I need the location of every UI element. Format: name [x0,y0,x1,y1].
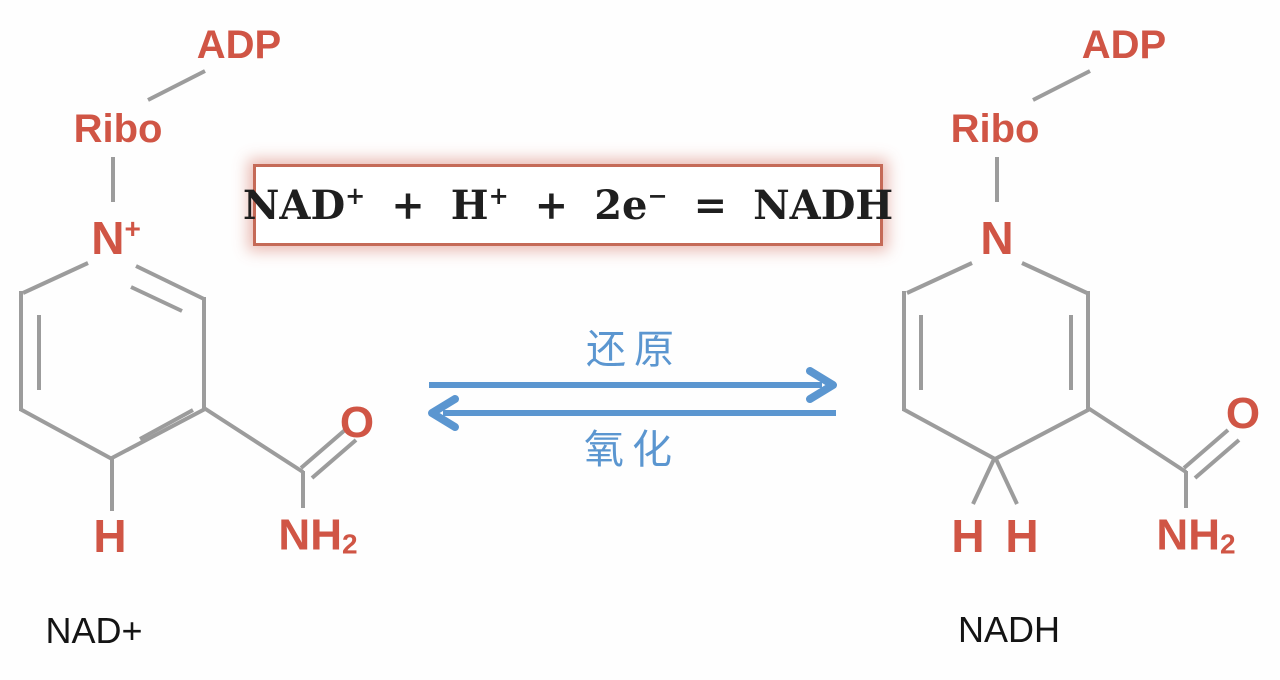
equation-electrons-sup: − [647,181,668,210]
bond-ring-carbonyl [1086,406,1188,474]
nadh-amide-label: NH2 [1156,510,1236,560]
nadh-nitrogen-label: N [980,212,1014,264]
nad-h-label: H [93,510,127,562]
nad-plus-caption: NAD+ [45,610,143,651]
bond-ribo-adp [1032,69,1091,102]
bond-c4-h-right [993,456,1019,505]
equation-h: H+ [451,181,509,229]
bond-lowerleft-c4 [902,407,996,461]
equation-h-text: H [450,182,489,229]
bond-c4-h-left [971,456,997,505]
bond-c-o-2 [310,438,358,480]
equation-electrons: 2e− [594,181,667,229]
nad-adp-label: ADP [196,23,282,67]
bond-ribo-adp [147,69,206,102]
reverse-arrow-head [428,395,459,431]
bond-n-upper-right-double [130,285,183,313]
nadh-h-left-label: H [951,510,985,562]
reverse-reaction-label: 氧化 [584,427,680,473]
forward-reaction-label: 还原 [586,327,682,373]
bond-c-o-2 [1193,438,1241,480]
nadh-ribo-label: Ribo [950,107,1040,151]
equation-nadh: NADH [753,181,894,229]
bond-n-upper-right [1021,261,1088,295]
nitrogen-charge: + [124,213,141,244]
reaction-arrows [428,367,837,431]
bond-c-o-1 [1182,428,1230,470]
bond-n-upper-left [906,261,973,295]
nad-ribo-label: Ribo [73,107,163,151]
bond-c-o-1 [299,428,347,470]
nad-oxygen-label: O [339,398,375,447]
forward-arrow-head [806,367,837,403]
equation-box: NAD+ + H+ + 2e− = NADH [243,164,893,246]
equation-nad: NAD+ [243,181,365,229]
equation-plus-1: + [391,181,425,229]
equation-nad-sup: + [345,181,366,210]
nadh-oxygen-label: O [1225,389,1261,438]
bond-n-upper-right [135,264,205,301]
nitrogen-symbol: N [91,212,125,264]
nadh-adp-label: ADP [1081,23,1167,67]
bond-ring-carbonyl [202,406,305,474]
amide-subscript: 2 [1219,528,1236,560]
equation-nad-text: NAD [242,182,346,229]
equation-electrons-text: 2e [594,182,648,229]
bond-n-upper-left [22,261,89,295]
bond-c4-lowerright-double [139,408,194,441]
amide-nh: NH [1156,510,1220,560]
amide-nh: NH [278,510,342,560]
equation-h-sup: + [488,181,509,210]
bond-lowerleft-c4 [19,407,113,461]
equation-equals: = [693,181,728,229]
amide-subscript: 2 [341,528,358,560]
nad-nitrogen-label: N+ [91,212,141,264]
bond-c4-lowerright [994,407,1091,461]
nadh-caption: NADH [957,609,1061,650]
equation-plus-2: + [534,181,569,229]
nadh-h-right-label: H [1005,510,1039,562]
nad-plus-bonds [19,69,358,511]
bond-c4-lowerright [109,407,206,461]
nadh-bonds [902,69,1241,508]
nad-amide-label: NH2 [278,510,358,560]
